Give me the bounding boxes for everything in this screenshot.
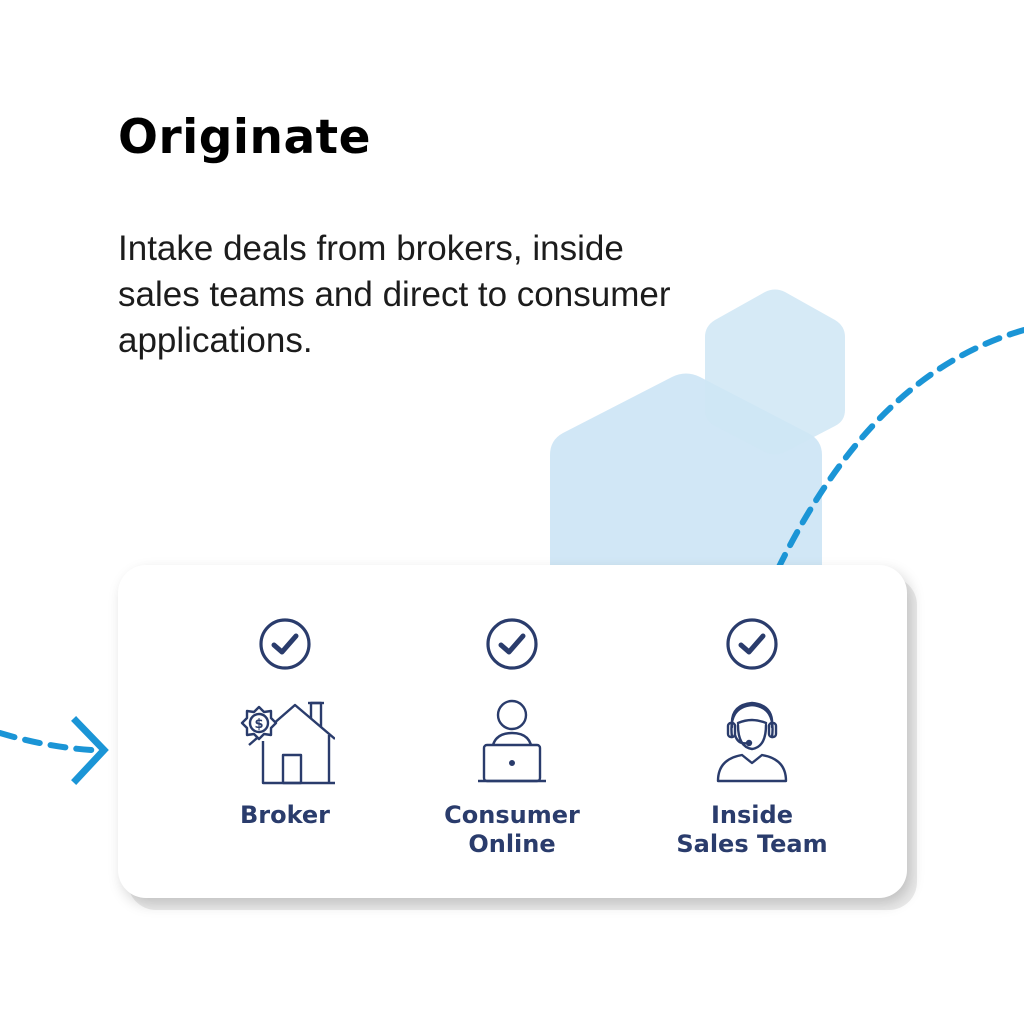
dashed-flow-line-right — [772, 327, 1024, 578]
house-dollar-icon: $ — [240, 701, 335, 785]
check-circle-icon — [259, 618, 311, 670]
person-laptop-icon — [478, 699, 546, 783]
dashed-flow-line-left — [0, 730, 95, 753]
check-circle-icon — [726, 618, 778, 670]
headset-agent-icon — [716, 701, 788, 783]
channels-card: $ Broker Consumer Online — [118, 565, 907, 898]
svg-text:$: $ — [254, 717, 263, 732]
check-circle-icon — [486, 618, 538, 670]
option-consumer-online[interactable]: Consumer Online — [392, 565, 632, 898]
option-broker[interactable]: $ Broker — [165, 565, 405, 898]
small-hexagon-shape — [705, 289, 845, 455]
option-label-inside-sales-team: Inside Sales Team — [676, 801, 828, 858]
arrow-head-icon — [71, 716, 109, 785]
page-title: Originate — [118, 110, 372, 165]
option-label-consumer-online: Consumer Online — [444, 801, 580, 858]
page-description: Intake deals from brokers, inside sales … — [118, 229, 671, 360]
option-label-broker: Broker — [239, 801, 331, 829]
option-inside-sales-team[interactable]: Inside Sales Team — [632, 565, 872, 898]
